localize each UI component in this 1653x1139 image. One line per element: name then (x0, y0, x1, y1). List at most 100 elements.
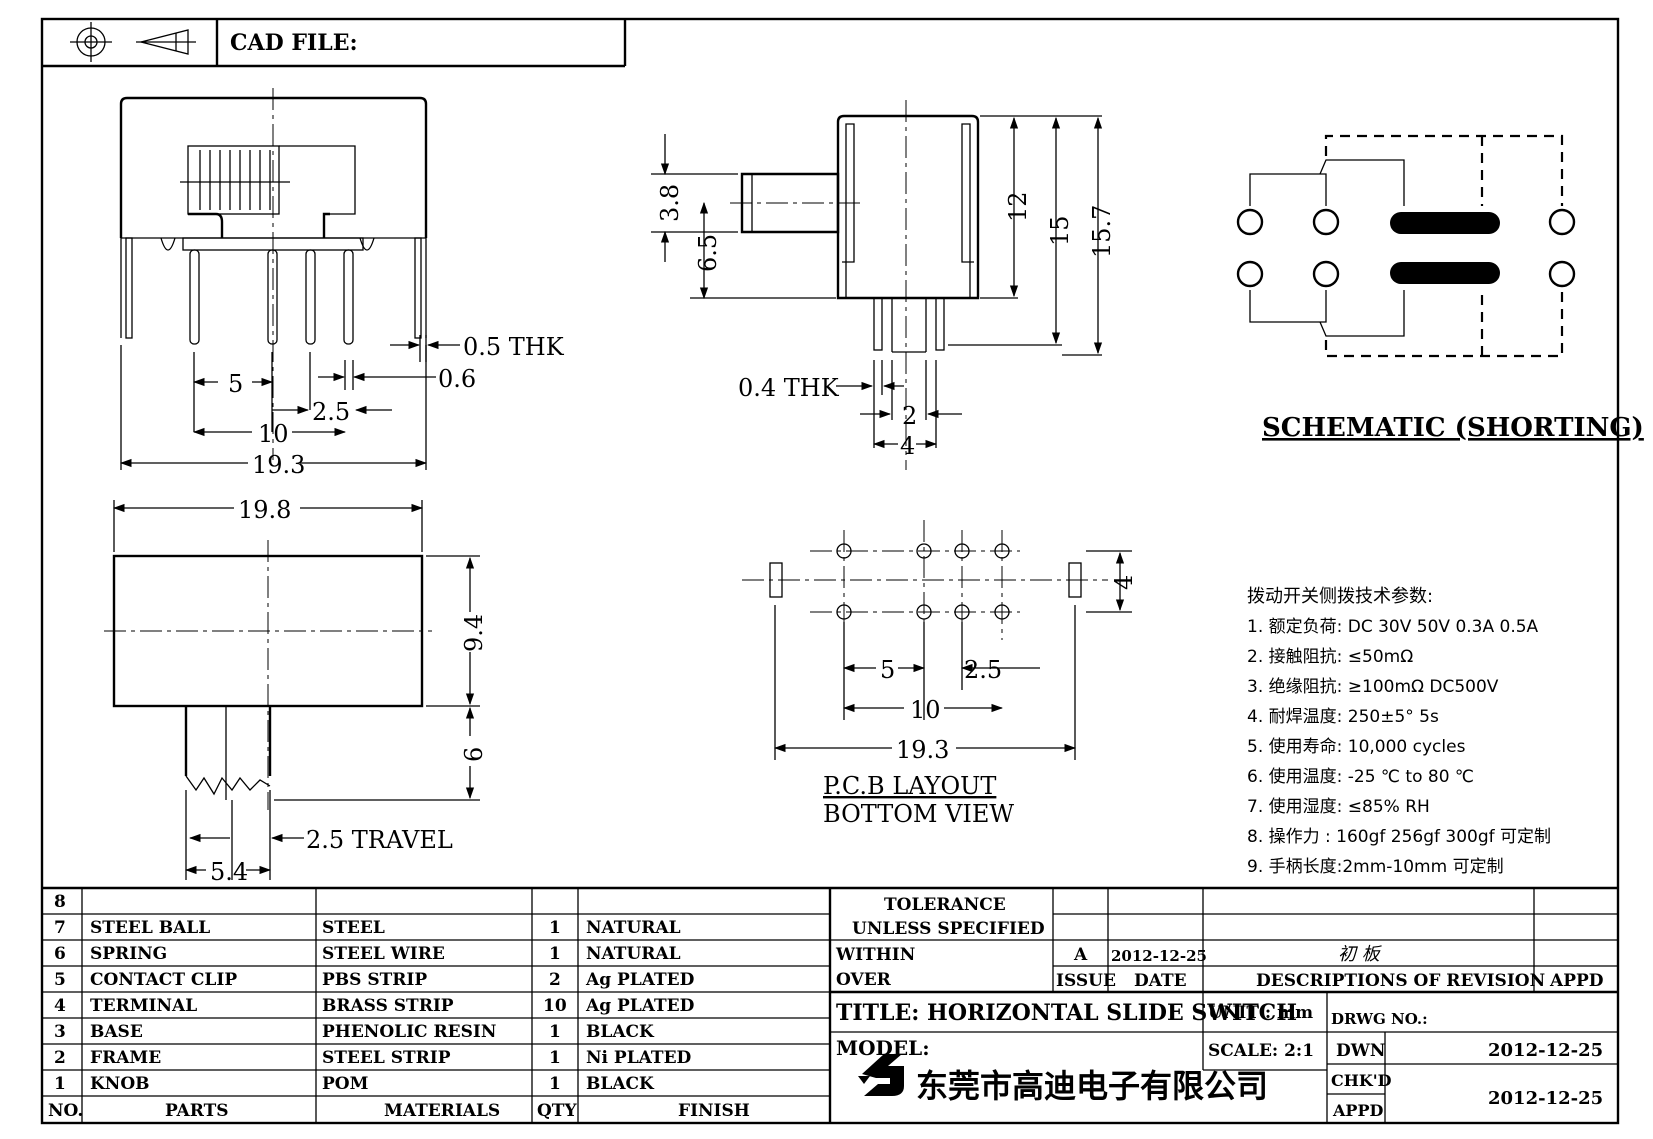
front-dim-10: 10 (258, 420, 289, 448)
issue-value: A (1073, 945, 1088, 965)
side-dim-15: 15 (1046, 215, 1074, 246)
top-dim-5-4: 5.4 (210, 858, 248, 886)
drawing-title: TITLE: HORIZONTAL SLIDE SWITCH (836, 1000, 1297, 1026)
row-part-6: SPRING (90, 944, 167, 964)
front-dim-2-5: 2.5 (312, 398, 350, 426)
chkd-date: 2012-12-25 (1488, 1088, 1603, 1109)
row-part-5: CONTACT CLIP (90, 970, 237, 990)
top-dim-6: 6 (460, 747, 488, 762)
pcb-dim-4: 4 (1110, 575, 1138, 590)
company-logo-icon (858, 1054, 904, 1096)
row-material-1: POM (322, 1074, 369, 1094)
row-finish-4: Ag PLATED (585, 996, 695, 1016)
row-material-2: STEEL STRIP (322, 1048, 451, 1068)
dwn-date: 2012-12-25 (1488, 1040, 1603, 1061)
parts-table: 8 7 STEEL BALL STEEL 1 NATURAL 6 SPRING … (42, 886, 1618, 1123)
spec-heading: 拨动开关侧拨技术参数: (1247, 586, 1433, 607)
row-part-2: FRAME (90, 1048, 161, 1068)
spec-item-4: 4. 耐焊温度: 250±5° 5s (1247, 707, 1439, 727)
over-label: OVER (836, 970, 892, 990)
row-qty-3: 1 (549, 1022, 561, 1042)
row-no-5: 5 (54, 970, 66, 990)
shorting-bar-bottom (1390, 262, 1500, 284)
pcb-holes (836, 543, 1010, 620)
row-material-3: PHENOLIC RESIN (322, 1022, 496, 1042)
row-part-7: STEEL BALL (90, 918, 210, 938)
spec-item-1: 1. 额定负荷: DC 30V 50V 0.3A 0.5A (1247, 617, 1539, 637)
issue-label: ISSUE (1056, 971, 1116, 991)
row-no-7: 7 (54, 918, 66, 938)
row-no-8: 8 (54, 892, 66, 912)
header-finish: FINISH (678, 1101, 750, 1121)
chkd-label: CHK'D (1331, 1071, 1392, 1090)
side-dim-2: 2 (902, 402, 917, 430)
pcb-dim-10: 10 (910, 696, 941, 724)
row-finish-6: NATURAL (586, 944, 681, 964)
row-material-4: BRASS STRIP (322, 996, 454, 1016)
front-dim-pin: 0.6 (438, 365, 476, 393)
issue-date: 2012-12-25 (1111, 947, 1207, 965)
shorting-bar-top (1390, 212, 1500, 234)
side-dim-thk: 0.4 THK (738, 374, 840, 402)
row-qty-7: 1 (549, 918, 561, 938)
row-no-3: 3 (54, 1022, 66, 1042)
row-material-7: STEEL (322, 918, 385, 938)
row-no-1: 1 (54, 1074, 66, 1094)
appd-label: APPD (1549, 971, 1604, 991)
front-dim-19-3: 19.3 (252, 451, 305, 479)
side-dim-15-7: 15.7 (1088, 205, 1116, 258)
header-no: NO. (48, 1101, 83, 1121)
row-material-6: STEEL WIRE (322, 944, 445, 964)
row-finish-3: BLACK (586, 1022, 655, 1042)
pcb-dim-19-3: 19.3 (896, 736, 949, 764)
scale-label: SCALE: 2:1 (1208, 1041, 1314, 1061)
header-materials: MATERIALS (384, 1101, 500, 1121)
row-finish-5: Ag PLATED (585, 970, 695, 990)
schematic: SCHEMATIC (SHORTING) (1236, 134, 1644, 443)
spec-item-8: 8. 操作力 : 160gf 256gf 300gf 可定制 (1247, 827, 1551, 847)
appd-row-label: APPD (1332, 1101, 1383, 1120)
spec-item-2: 2. 接触阻抗: ≤50mΩ (1247, 647, 1413, 667)
row-part-3: BASE (90, 1022, 143, 1042)
front-dim-5: 5 (228, 370, 243, 398)
row-qty-2: 1 (549, 1048, 561, 1068)
dwn-label: DWN (1336, 1041, 1385, 1061)
side-dim-3-8: 3.8 (656, 184, 684, 222)
side-dim-4: 4 (900, 432, 915, 460)
spec-item-3: 3. 绝缘阻抗: ≥100mΩ DC500V (1247, 677, 1499, 697)
projection-symbol-icon (70, 22, 196, 62)
row-no-2: 2 (54, 1048, 66, 1068)
row-finish-1: BLACK (586, 1074, 655, 1094)
row-no-6: 6 (54, 944, 66, 964)
desc-revision-label: DESCRIPTIONS OF REVISION (1256, 971, 1545, 991)
spec-item-7: 7. 使用湿度: ≤85% RH (1247, 796, 1430, 817)
row-material-5: PBS STRIP (322, 970, 427, 990)
row-part-4: TERMINAL (90, 996, 197, 1016)
cad-file-label: CAD FILE: (230, 30, 358, 56)
title-block: TOLERANCE UNLESS SPECIFIED WITHIN OVER A… (830, 888, 1618, 1123)
pcb-dim-2-5: 2.5 (964, 656, 1002, 684)
drwg-no-label: DRWG NO.: (1331, 1010, 1428, 1028)
header-qty: QTY (537, 1101, 577, 1121)
header-parts: PARTS (165, 1101, 229, 1121)
front-view: 5 2.5 10 19.3 0.5 THK 0.6 (119, 88, 565, 479)
row-no-4: 4 (54, 996, 66, 1016)
row-qty-4: 10 (543, 996, 567, 1016)
front-dim-thk: 0.5 THK (463, 333, 565, 361)
tolerance-line1: TOLERANCE (884, 895, 1006, 915)
company-name: 东莞市高迪电子有限公司 (916, 1067, 1268, 1105)
top-dim-travel: 2.5 TRAVEL (306, 826, 453, 854)
row-qty-5: 2 (549, 970, 561, 990)
unit-label: UNIT : mm (1208, 1003, 1313, 1023)
revision-desc: 初 板 (1338, 944, 1383, 965)
schematic-label: SCHEMATIC (SHORTING) (1262, 413, 1644, 443)
pcb-label-bottom-view: BOTTOM VIEW (823, 800, 1014, 828)
pcb-label-layout: P.C.B LAYOUT (823, 772, 996, 800)
top-view: 19.8 9.4 6 2.5 TRAVEL 5.4 (104, 496, 488, 886)
within-label: WITHIN (835, 945, 915, 965)
row-finish-7: NATURAL (586, 918, 681, 938)
side-dim-6-5: 6.5 (694, 234, 722, 272)
row-finish-2: Ni PLATED (586, 1048, 692, 1068)
row-part-1: KNOB (90, 1074, 150, 1094)
